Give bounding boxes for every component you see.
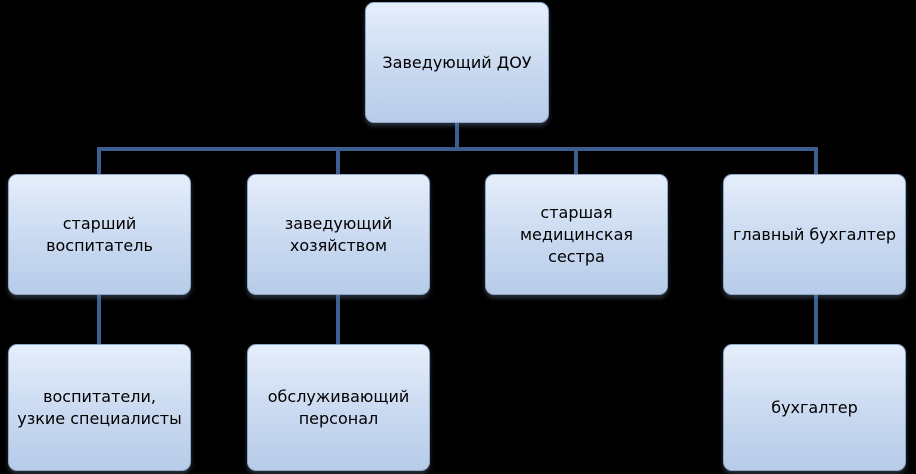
node-label: главный бухгалтер (732, 224, 896, 244)
node-service-staff: обслуживающий персонал (247, 344, 430, 471)
node-head-of-preschool: Заведующий ДОУ (365, 2, 549, 123)
node-label: воспитатели, узкие специалисты (17, 386, 182, 428)
node-label: Заведующий ДОУ (382, 52, 532, 72)
node-label: заведующий хозяйством (284, 213, 393, 255)
node-chief-accountant: главный бухгалтер (723, 174, 906, 295)
node-label: старший воспитатель (46, 213, 153, 255)
node-label: бухгалтер (771, 397, 858, 417)
node-facilities-manager: заведующий хозяйством (247, 174, 430, 295)
node-label: старшая медицинская сестра (519, 202, 633, 266)
node-accountant: бухгалтер (723, 344, 906, 471)
node-label: обслуживающий персонал (267, 386, 410, 428)
node-senior-nurse: старшая медицинская сестра (485, 174, 668, 295)
node-senior-educator: старший воспитатель (8, 174, 191, 295)
node-educators-specialists: воспитатели, узкие специалисты (8, 344, 191, 471)
